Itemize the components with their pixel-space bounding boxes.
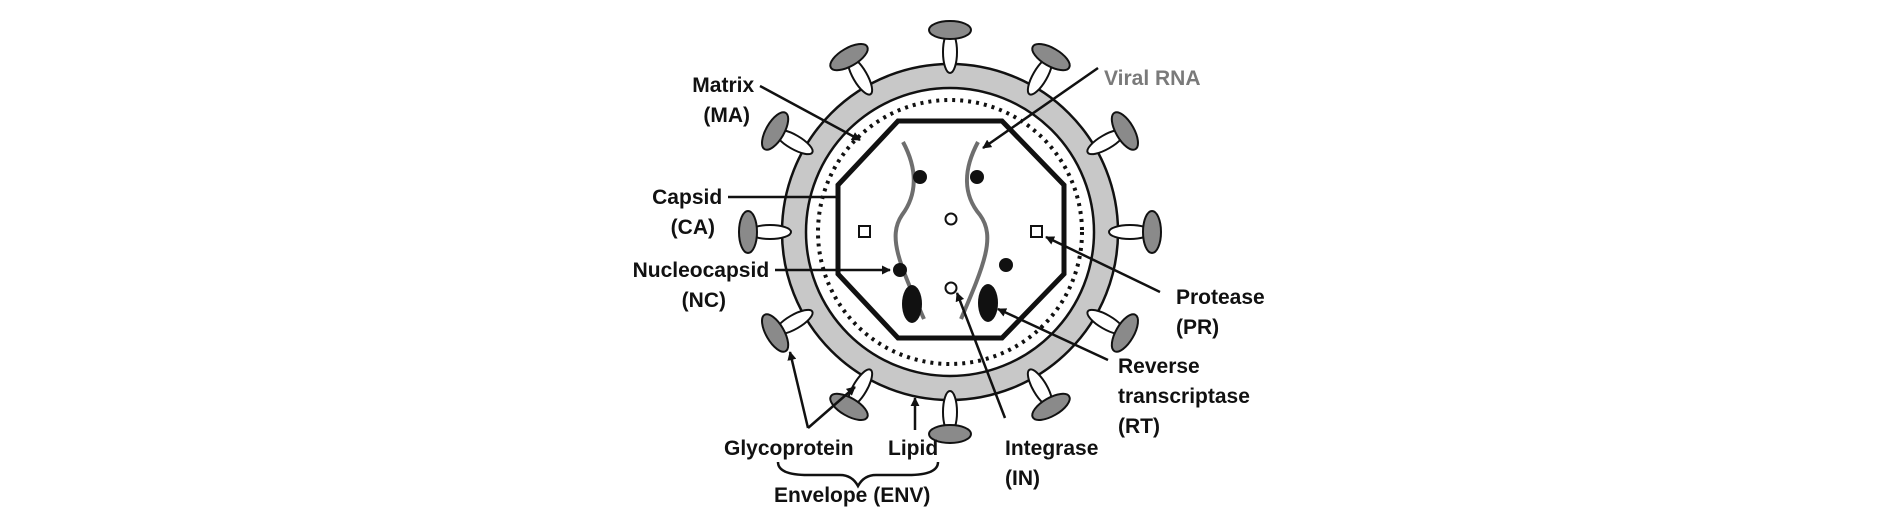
viral-rna-strand-right [959, 141, 990, 320]
glycoprotein-spike [761, 308, 814, 353]
nucleocapsid-dot [970, 170, 984, 184]
reverse-transcriptase-ellipse [978, 284, 998, 322]
glycoprotein-spike [1086, 308, 1139, 353]
envelope-brace [776, 461, 940, 489]
glycoprotein-knob [761, 111, 790, 151]
matrix-label: Matrix (MA) [692, 74, 760, 127]
protease-square [1030, 225, 1043, 238]
capsid-label: Capsid (CA) [652, 186, 728, 239]
glycoprotein-spike [738, 210, 792, 254]
matrix-layer [816, 98, 1084, 366]
protease-square [858, 225, 871, 238]
glycoprotein-leader-line [807, 386, 856, 429]
lipid-label: Lipid [888, 437, 938, 460]
integrase-label: Integrase (IN) [1005, 437, 1104, 490]
viral-rna-strand-left [893, 141, 926, 320]
integrase-leader-line [955, 292, 1007, 419]
glycoprotein-spike [829, 43, 874, 96]
glycoprotein-knob [1142, 210, 1162, 254]
integrase-circle [944, 212, 958, 226]
glycoprotein-knob [761, 313, 790, 353]
glycoprotein-label: Glycoprotein [724, 437, 854, 460]
matrix-leader-line [759, 84, 861, 142]
glycoprotein-spike [928, 390, 972, 444]
glycoprotein-leader-line [787, 351, 810, 429]
nucleocapsid-dot [999, 258, 1013, 272]
integrase-circle [944, 281, 958, 295]
glycoprotein-spike [761, 111, 814, 156]
nucleocapsid-dot [913, 170, 927, 184]
glycoprotein-spikes [738, 20, 1162, 444]
glycoprotein-knob [1110, 313, 1139, 353]
envelope-label: Envelope (ENV) [774, 484, 930, 507]
glycoprotein-spike [1026, 368, 1071, 421]
protease-label: Protease (PR) [1176, 286, 1271, 339]
glycoprotein-knob [928, 20, 972, 40]
capsid-octagon [835, 118, 1067, 341]
glycoprotein-knob [1031, 392, 1071, 421]
nucleocapsid-label: Nucleocapsid (NC) [633, 259, 775, 312]
glycoprotein-knob [1031, 43, 1071, 72]
glycoprotein-knob [1110, 111, 1139, 151]
glycoprotein-spike [1086, 111, 1139, 156]
viral-rna-leader-line [982, 66, 1099, 150]
protease-leader-line [1045, 235, 1161, 294]
glycoprotein-knob [738, 210, 758, 254]
viral-rna-label: Viral RNA [1104, 67, 1200, 90]
nucleocapsid-dot [893, 263, 907, 277]
glycoprotein-spike [928, 20, 972, 74]
glycoprotein-spike [1108, 210, 1162, 254]
reverse-transcriptase-label: Reverse transcriptase (RT) [1118, 355, 1256, 438]
reverse-transcriptase-ellipse [902, 285, 922, 323]
glycoprotein-spike [829, 368, 874, 421]
glycoprotein-knob [829, 43, 869, 72]
glycoprotein-spike [1026, 43, 1071, 96]
reverse-transcriptase-leader-line [997, 307, 1109, 362]
glycoprotein-knob [928, 424, 972, 444]
